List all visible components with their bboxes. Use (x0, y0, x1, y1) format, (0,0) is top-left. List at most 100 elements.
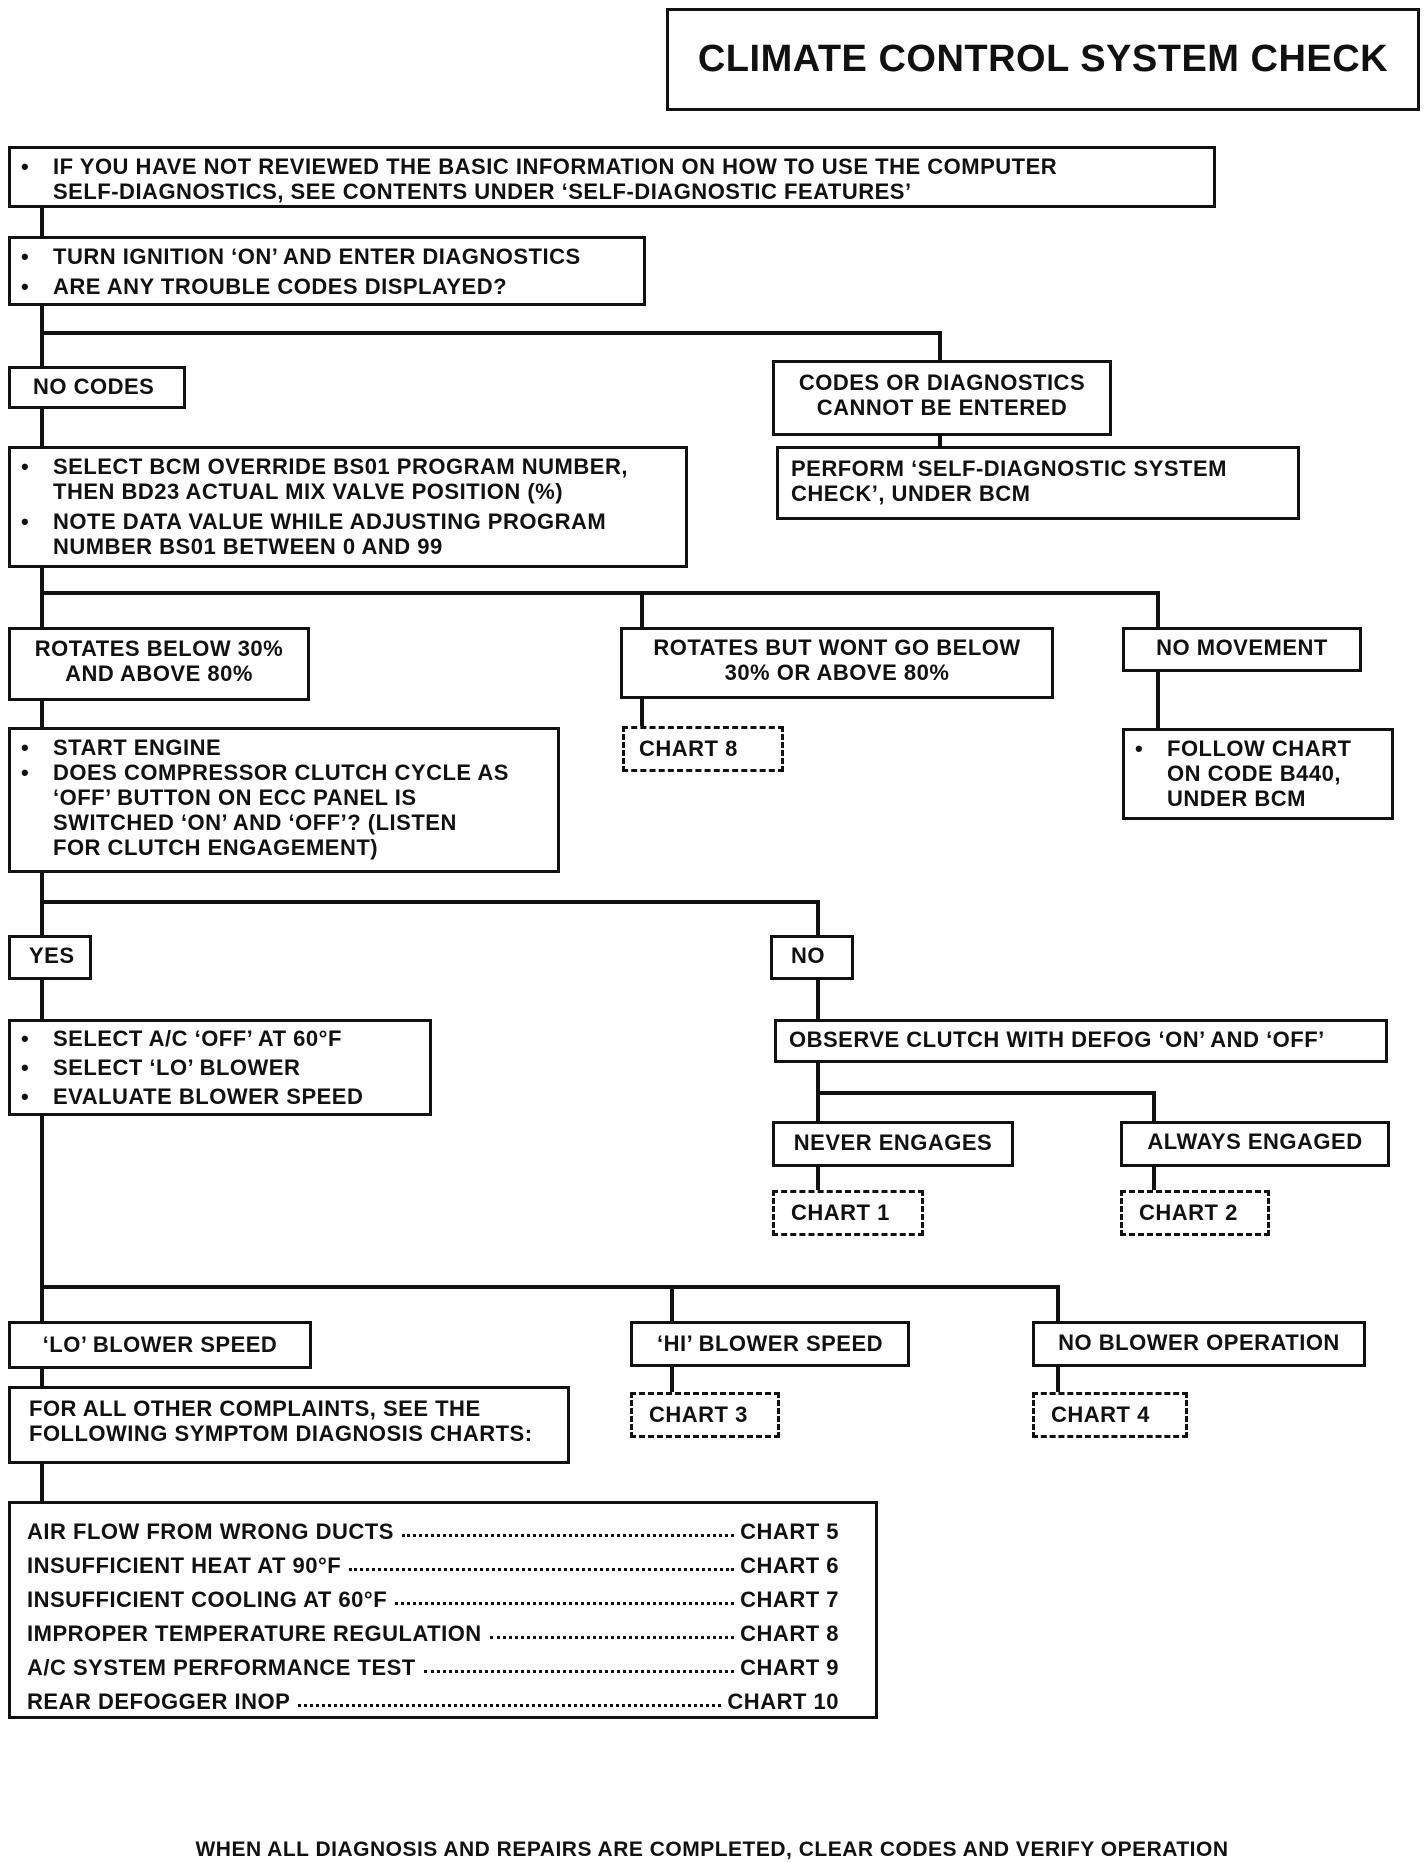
note-line-1: NOTE DATA VALUE WHILE ADJUSTING PROGRAM (53, 509, 607, 534)
limited-line-2: 30% OR ABOVE 80% (724, 660, 950, 685)
symptom-chart-ref[interactable]: CHART 10 (727, 1689, 839, 1714)
dot-leader (395, 1602, 735, 1605)
symptom-label: A/C SYSTEM PERFORMANCE TEST (27, 1655, 416, 1680)
chart-4-reference[interactable]: CHART 4 (1032, 1392, 1188, 1438)
follow-line-3: UNDER BCM (1167, 786, 1306, 811)
step-bcm-override: SELECT BCM OVERRIDE BS01 PROGRAM NUMBER,… (8, 446, 688, 568)
override-line-1: SELECT BCM OVERRIDE BS01 PROGRAM NUMBER, (53, 454, 628, 479)
connector (816, 900, 820, 937)
connector (670, 1367, 674, 1394)
connector (40, 407, 44, 448)
outcome-lo-blower-speed: ‘LO’ BLOWER SPEED (8, 1321, 312, 1369)
symptom-chart-row[interactable]: IMPROPER TEMPERATURE REGULATION CHART 8 (27, 1612, 839, 1646)
outcome-no-codes: NO CODES (8, 366, 186, 409)
bullet-compressor-clutch: DOES COMPRESSOR CLUTCH CYCLE AS‘OFF’ BUT… (11, 760, 557, 860)
perform-line-2: CHECK’, UNDER BCM (791, 481, 1031, 506)
outcome-always-engaged: ALWAYS ENGAGED (1120, 1121, 1390, 1167)
outcome-no-movement: NO MOVEMENT (1122, 627, 1362, 672)
symptom-chart-ref[interactable]: CHART 6 (740, 1553, 839, 1578)
intro-line-1: IF YOU HAVE NOT REVIEWED THE BASIC INFOR… (53, 154, 1058, 179)
symptom-chart-row[interactable]: A/C SYSTEM PERFORMANCE TEST CHART 9 (27, 1646, 839, 1680)
codes-line-2: CANNOT BE ENTERED (816, 395, 1068, 420)
symptom-label: IMPROPER TEMPERATURE REGULATION (27, 1621, 482, 1646)
connector (1152, 1165, 1156, 1192)
connector (938, 331, 942, 362)
outcome-codes-cannot-be-entered: CODES OR DIAGNOSTICS CANNOT BE ENTERED (772, 360, 1112, 436)
symptom-chart-ref[interactable]: CHART 8 (740, 1621, 839, 1646)
dot-leader (423, 1670, 735, 1673)
step-evaluate-blower: SELECT A/C ‘OFF’ AT 60°F SELECT ‘LO’ BLO… (8, 1019, 432, 1116)
observe-clutch-box: OBSERVE CLUTCH WITH DEFOG ‘ON’ AND ‘OFF’ (774, 1019, 1388, 1063)
connector (40, 566, 44, 629)
outcome-hi-blower-speed: ‘HI’ BLOWER SPEED (630, 1321, 910, 1367)
symptom-label: REAR DEFOGGER INOP (27, 1689, 291, 1714)
complaints-line-2: FOLLOWING SYMPTOM DIAGNOSIS CHARTS: (29, 1421, 533, 1446)
bullet-start-engine: START ENGINE (11, 735, 557, 760)
chart-1-reference[interactable]: CHART 1 (772, 1190, 924, 1236)
note-line-2: NUMBER BS01 BETWEEN 0 AND 99 (53, 534, 443, 559)
limited-line-1: ROTATES BUT WONT GO BELOW (653, 635, 1021, 660)
symptom-chart-ref[interactable]: CHART 5 (740, 1519, 839, 1544)
symptom-label: INSUFFICIENT COOLING AT 60°F (27, 1587, 388, 1612)
dot-leader (401, 1534, 735, 1537)
connector (40, 900, 820, 904)
clutch-line-4: FOR CLUTCH ENGAGEMENT) (53, 835, 379, 860)
dot-leader (298, 1704, 722, 1707)
step-enter-diagnostics: TURN IGNITION ‘ON’ AND ENTER DIAGNOSTICS… (8, 236, 646, 306)
connector (40, 206, 44, 238)
chart-3-reference[interactable]: CHART 3 (630, 1392, 780, 1438)
footer-note: WHEN ALL DIAGNOSIS AND REPAIRS ARE COMPL… (195, 1838, 1229, 1861)
connector (816, 1165, 820, 1192)
connector (40, 1461, 44, 1503)
complaints-line-1: FOR ALL OTHER COMPLAINTS, SEE THE (29, 1396, 481, 1421)
bullet-trouble-codes: ARE ANY TROUBLE CODES DISPLAYED? (11, 274, 643, 299)
connector (816, 978, 820, 1021)
chart-2-reference[interactable]: CHART 2 (1120, 1190, 1270, 1236)
connector (40, 305, 44, 368)
follow-line-2: ON CODE B440, (1167, 761, 1341, 786)
perform-self-diagnostic-box: PERFORM ‘SELF-DIAGNOSTIC SYSTEM CHECK’, … (776, 446, 1300, 520)
clutch-line-1: DOES COMPRESSOR CLUTCH CYCLE AS (53, 760, 509, 785)
connector (40, 1285, 1060, 1289)
connector (1152, 1091, 1156, 1123)
connector (40, 699, 44, 729)
bullet-note-data-value: NOTE DATA VALUE WHILE ADJUSTING PROGRAMN… (11, 509, 685, 559)
connector (40, 331, 940, 335)
intro-line-2: SELF-DIAGNOSTICS, SEE CONTENTS UNDER ‘SE… (53, 179, 912, 204)
symptom-chart-ref[interactable]: CHART 9 (740, 1655, 839, 1680)
bullet-select-ac-off: SELECT A/C ‘OFF’ AT 60°F (11, 1026, 429, 1051)
intro-text: IF YOU HAVE NOT REVIEWED THE BASIC INFOR… (11, 154, 1213, 204)
outcome-rotates-limited: ROTATES BUT WONT GO BELOW 30% OR ABOVE 8… (620, 627, 1054, 699)
connector (1056, 1365, 1060, 1394)
outcome-never-engages: NEVER ENGAGES (772, 1121, 1014, 1167)
bullet-evaluate-blower-speed: EVALUATE BLOWER SPEED (11, 1084, 429, 1109)
intro-box: IF YOU HAVE NOT REVIEWED THE BASIC INFOR… (8, 146, 1216, 208)
outcome-yes: YES (8, 935, 92, 980)
connector (1156, 670, 1160, 730)
chart-8-reference[interactable]: CHART 8 (622, 726, 784, 772)
symptom-chart-row[interactable]: INSUFFICIENT COOLING AT 60°F CHART 7 (27, 1578, 839, 1612)
clutch-line-3: SWITCHED ‘ON’ AND ‘OFF’? (LISTEN (53, 810, 457, 835)
outcome-no-blower-operation: NO BLOWER OPERATION (1032, 1321, 1366, 1367)
step-start-engine: START ENGINE DOES COMPRESSOR CLUTCH CYCL… (8, 727, 560, 873)
page-title: CLIMATE CONTROL SYSTEM CHECK (666, 8, 1420, 111)
connector (40, 591, 1160, 595)
connector (640, 697, 644, 728)
symptom-chart-ref[interactable]: CHART 7 (740, 1587, 839, 1612)
bullet-select-bcm-override: SELECT BCM OVERRIDE BS01 PROGRAM NUMBER,… (11, 454, 685, 504)
connector (40, 978, 44, 1021)
connector (816, 1091, 1156, 1095)
symptom-chart-row[interactable]: REAR DEFOGGER INOP CHART 10 (27, 1680, 839, 1714)
dot-leader (489, 1636, 735, 1639)
follow-line-1: FOLLOW CHART (1167, 736, 1352, 761)
connector (1156, 591, 1160, 629)
clutch-line-2: ‘OFF’ BUTTON ON ECC PANEL IS (53, 785, 417, 810)
outcome-no: NO (770, 935, 854, 980)
other-complaints-box: FOR ALL OTHER COMPLAINTS, SEE THE FOLLOW… (8, 1386, 570, 1464)
